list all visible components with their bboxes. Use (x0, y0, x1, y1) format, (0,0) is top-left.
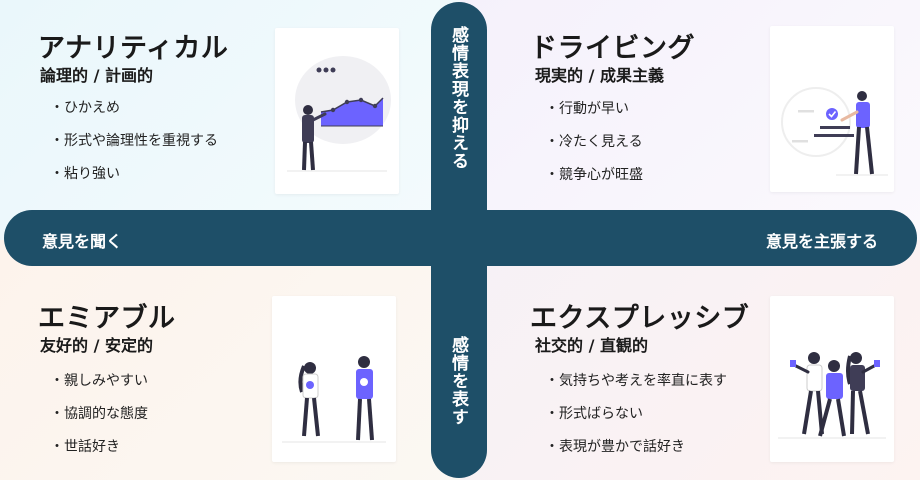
amiable-title: エミアブル (38, 303, 176, 334)
driving-trait-list: 行動が早い 冷たく見える 競争心が旺盛 (545, 100, 643, 199)
checklist-person-illustration (770, 26, 894, 192)
axis-label-listen: 意見を聞く (42, 232, 123, 251)
analytical-subtitle: 論理的 / 計画的 (40, 66, 153, 85)
two-people-talking-illustration (272, 296, 396, 462)
driving-subtitle: 現実的 / 成果主義 (535, 66, 664, 85)
driving-trait: 競争心が旺盛 (545, 166, 643, 199)
amiable-trait: 親しみやすい (50, 372, 148, 405)
analytical-trait-list: ひかえめ 形式や論理性を重視する 粘り強い (50, 99, 218, 198)
expressive-trait: 表現が豊かで話好き (545, 438, 727, 471)
analytical-trait: ひかえめ (50, 99, 218, 132)
axis-label-express-emotion: 感情を表す (448, 336, 468, 426)
expressive-subtitle: 社交的 / 直観的 (535, 336, 648, 355)
expressive-trait-list: 気持ちや考えを率直に表す 形式ばらない 表現が豊かで話好き (545, 372, 727, 471)
analytical-trait: 粘り強い (50, 165, 218, 198)
amiable-trait-list: 親しみやすい 協調的な態度 世話好き (50, 372, 148, 471)
expressive-trait: 形式ばらない (545, 405, 727, 438)
driving-trait: 行動が早い (545, 100, 643, 133)
presentation-chart-illustration (275, 28, 399, 194)
vertical-axis-bar (431, 2, 487, 478)
driving-trait: 冷たく見える (545, 133, 643, 166)
expressive-title: エクスプレッシブ (530, 303, 750, 334)
amiable-subtitle: 友好的 / 安定的 (40, 336, 153, 355)
axis-label-assert: 意見を主張する (765, 232, 878, 251)
amiable-trait: 協調的な態度 (50, 405, 148, 438)
axis-label-suppress-emotion: 感情表現を抑える (448, 26, 468, 170)
driving-title: ドライビング (530, 33, 695, 64)
analytical-title: アナリティカル (38, 33, 229, 64)
analytical-trait: 形式や論理性を重視する (50, 132, 218, 165)
expressive-trait: 気持ちや考えを率直に表す (545, 372, 727, 405)
group-celebrating-illustration (770, 296, 894, 462)
amiable-trait: 世話好き (50, 438, 148, 471)
